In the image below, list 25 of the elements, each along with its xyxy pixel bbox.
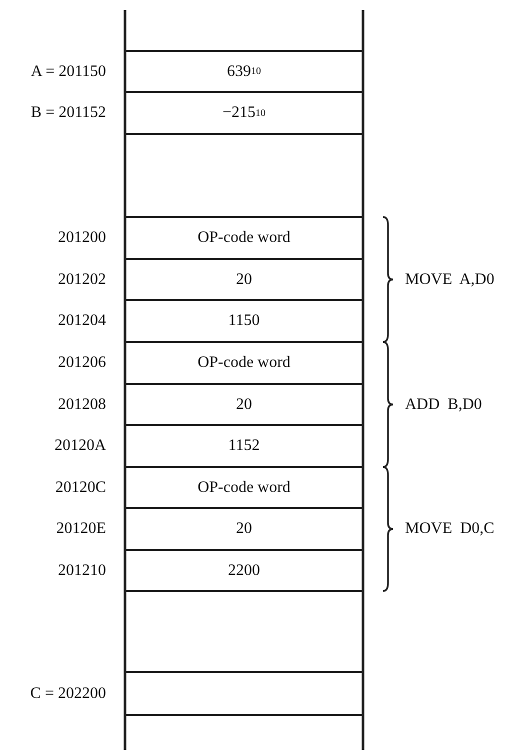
memory-cell — [125, 671, 363, 716]
memory-cell: 2200 — [125, 549, 363, 592]
address-label: 201210 — [58, 560, 106, 580]
memory-cell: 20 — [125, 258, 363, 301]
address-label: 201202 — [58, 270, 106, 290]
address-label: 20120C — [55, 478, 106, 498]
address-label: 201204 — [58, 311, 106, 331]
memory-cell: 1152 — [125, 424, 363, 468]
instruction-label: MOVE D0,C — [405, 519, 494, 539]
memory-cell: OP-code word — [125, 341, 363, 385]
memory-cell: 1150 — [125, 299, 363, 343]
memory-cell: 20 — [125, 383, 363, 426]
memory-cell: OP-code word — [125, 216, 363, 260]
address-label: A = 201150 — [30, 62, 106, 82]
address-label: 20120A — [54, 436, 106, 456]
address-label: 201208 — [58, 394, 106, 414]
memory-cell: OP-code word — [125, 466, 363, 509]
address-label: 201206 — [58, 353, 106, 373]
address-label: B = 201152 — [30, 103, 106, 123]
instruction-label: ADD B,D0 — [405, 394, 482, 414]
address-label: 20120E — [56, 519, 106, 539]
instruction-label: MOVE A,D0 — [405, 270, 494, 290]
address-label: 201200 — [58, 228, 106, 248]
memory-cell: 20 — [125, 507, 363, 551]
address-label: C = 202200 — [30, 684, 106, 704]
